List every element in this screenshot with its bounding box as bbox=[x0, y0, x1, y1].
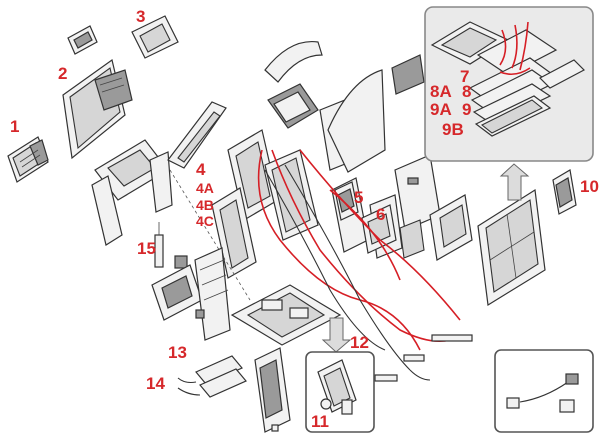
callout-13: 13 bbox=[168, 343, 187, 362]
callout-11: 11 bbox=[311, 412, 329, 431]
large-monitor bbox=[477, 188, 546, 306]
part-3-modules bbox=[67, 15, 179, 59]
part-1-small-display bbox=[7, 136, 49, 183]
callout-8a: 8A bbox=[430, 82, 452, 101]
inset-11 bbox=[305, 351, 375, 433]
part-15-antenna bbox=[154, 222, 188, 269]
callout-7: 7 bbox=[460, 67, 469, 86]
part-10-side-module bbox=[552, 169, 577, 215]
callout-3: 3 bbox=[136, 7, 145, 26]
callout-14: 14 bbox=[146, 374, 165, 393]
part-4-column bbox=[167, 101, 279, 301]
callout-5: 5 bbox=[354, 188, 363, 207]
callout-9a: 9A bbox=[430, 100, 452, 119]
callout-10: 10 bbox=[580, 177, 599, 196]
callout-6: 6 bbox=[376, 205, 385, 224]
part-2-display-bezel bbox=[62, 58, 133, 160]
printer-panel bbox=[151, 247, 231, 341]
monitor-frame bbox=[429, 194, 473, 261]
base-chassis bbox=[230, 284, 342, 346]
arrow-to-inset-11 bbox=[321, 317, 352, 353]
part-6-bracket bbox=[361, 204, 397, 254]
callout-8: 8 bbox=[462, 82, 471, 101]
callout-2: 2 bbox=[58, 64, 67, 83]
card-reader bbox=[254, 347, 291, 433]
cable-harness-black bbox=[264, 164, 473, 382]
callout-4c: 4C bbox=[196, 213, 214, 229]
callout-4b: 4B bbox=[196, 197, 214, 213]
part-13-14-power-adapters bbox=[177, 355, 247, 398]
callout-1: 1 bbox=[10, 117, 19, 136]
cable-harness-red bbox=[257, 149, 461, 351]
callout-9: 9 bbox=[462, 100, 471, 119]
inset-power-cable bbox=[494, 349, 594, 433]
arrow-to-inset-display bbox=[499, 163, 530, 201]
callout-4a: 4A bbox=[196, 180, 214, 196]
inset-display-stack bbox=[424, 6, 594, 162]
callout-12: 12 bbox=[350, 333, 369, 352]
stand-base bbox=[91, 139, 173, 246]
callout-9b: 9B bbox=[442, 120, 464, 139]
top-handle bbox=[264, 40, 323, 83]
callout-4: 4 bbox=[196, 160, 206, 179]
callout-15: 15 bbox=[137, 239, 156, 258]
